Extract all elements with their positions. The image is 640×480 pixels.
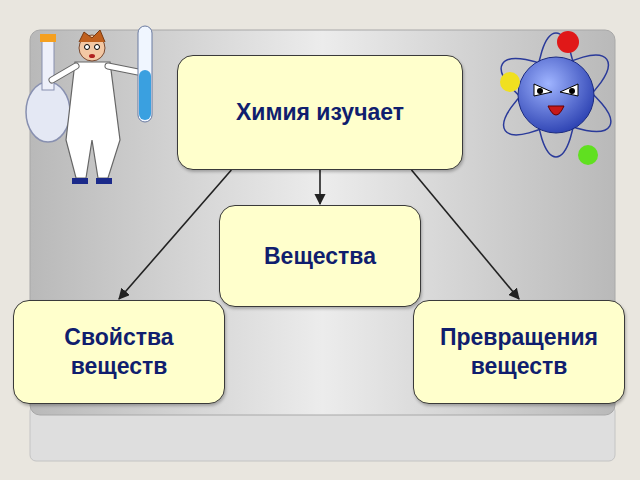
scientist-figure — [26, 26, 152, 184]
box-text: Превращения веществ — [414, 323, 624, 381]
box-text: Свойства веществ — [14, 323, 224, 381]
topic-box: Свойства веществ — [13, 300, 225, 404]
box-text: Химия изучает — [228, 98, 412, 127]
topic-box: Вещества — [219, 205, 421, 307]
atom-figure — [491, 31, 620, 165]
arrow-connector — [412, 170, 519, 299]
box-text: Вещества — [256, 242, 384, 271]
topic-box: Химия изучает — [177, 55, 463, 170]
arrow-connector — [119, 170, 231, 299]
arrow-connector — [319, 170, 321, 204]
topic-box: Превращения веществ — [413, 300, 625, 404]
